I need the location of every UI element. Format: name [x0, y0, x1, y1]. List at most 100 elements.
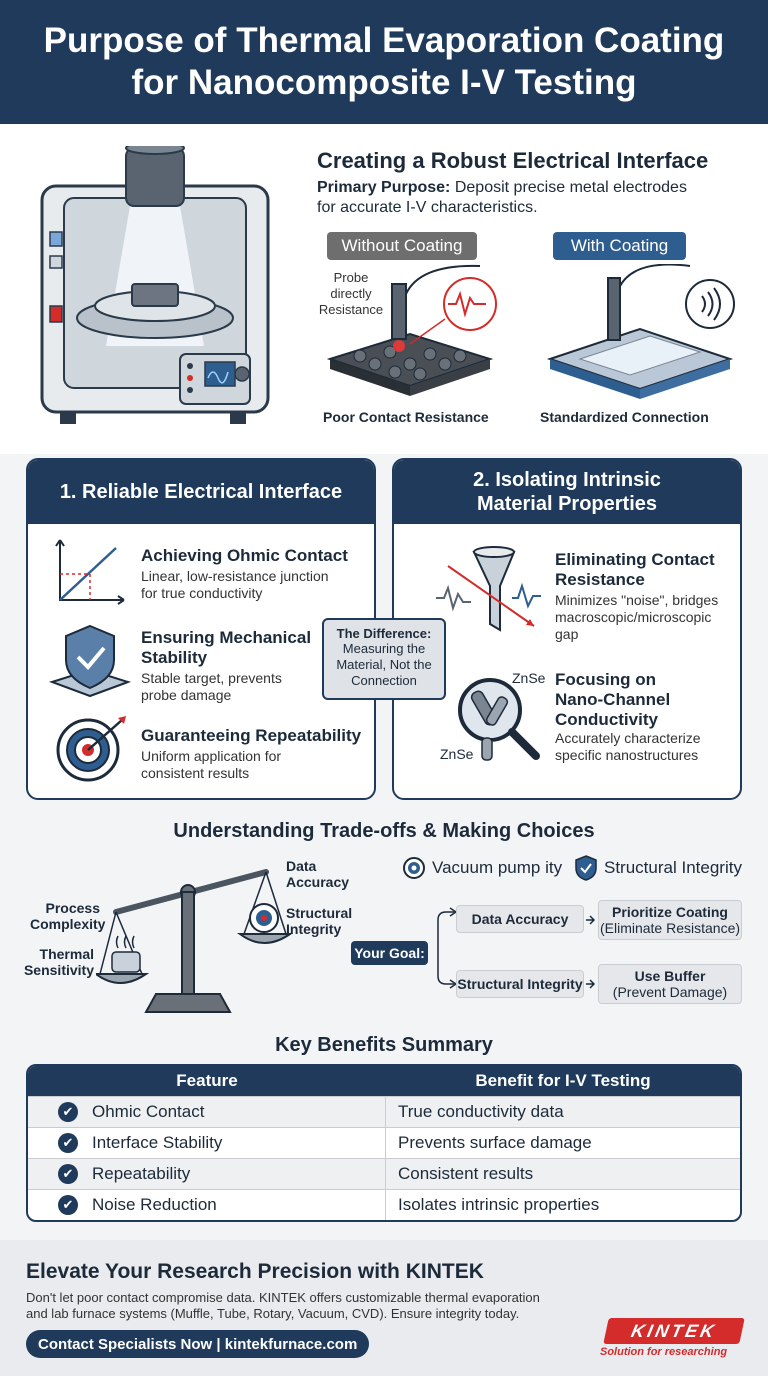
- difference-line-2: Material, Not the: [336, 657, 432, 672]
- benefits-table: Feature Benefit for I-V Testing ✔Ohmic C…: [26, 1064, 742, 1222]
- ohmic-text-2: for true conductivity: [141, 585, 263, 601]
- check-icon: ✔: [58, 1164, 78, 1185]
- primary-purpose: Primary Purpose: Deposit precise metal e…: [317, 178, 747, 218]
- purpose-text-2: for accurate I-V characteristics.: [317, 199, 538, 216]
- eliminating-text-1: Minimizes "noise", bridges: [555, 592, 719, 608]
- result2-line-1: Use Buffer: [634, 968, 706, 984]
- purpose-text-1: Deposit precise metal electrodes: [454, 179, 687, 196]
- with-coating-label: With Coating: [553, 232, 686, 260]
- probe-note-2: directly: [330, 286, 372, 301]
- integrity-label-1: Structural: [286, 905, 353, 921]
- kintek-logo: KINTEK: [603, 1318, 745, 1344]
- result1-line-2: (Eliminate Resistance): [599, 920, 741, 936]
- nano-text-2: specific nanostructures: [555, 747, 699, 763]
- integrity-label-2: Integrity: [286, 921, 342, 937]
- result1-line-1: Prioritize Coating: [612, 904, 728, 920]
- result-prioritize-coating: Prioritize Coating(Eliminate Resistance): [598, 900, 742, 940]
- check-icon: ✔: [58, 1195, 78, 1216]
- probe-note-1: Probe: [333, 270, 369, 285]
- table-row: ✔Noise Reduction Isolates intrinsic prop…: [28, 1189, 740, 1220]
- repeatability-title: Guaranteeing Repeatability: [141, 726, 362, 745]
- footer-text-1: Don't let poor contact compromise data. …: [26, 1290, 540, 1305]
- process-complexity-label: Process Complexity: [30, 900, 105, 932]
- footer-title: Elevate Your Research Precision with KIN…: [26, 1260, 484, 1283]
- difference-callout: The Difference: Measuring the Material, …: [322, 618, 446, 700]
- probe-note-3: Resistance: [318, 302, 384, 317]
- feature-text: Interface Stability: [92, 1132, 223, 1152]
- table-row: ✔Ohmic Contact True conductivity data: [28, 1096, 740, 1127]
- benefit-cell: Prevents surface damage: [386, 1127, 740, 1158]
- purpose-label: Primary Purpose:: [317, 179, 451, 196]
- option-structural-integrity: Structural Integrity: [456, 970, 584, 998]
- target-icon: [56, 716, 126, 782]
- data-accuracy-label: Data Accuracy: [286, 858, 349, 890]
- stability-title-1: Ensuring Mechanical: [141, 628, 312, 647]
- eliminating-text-2: macroscopic/microscopic: [555, 609, 712, 625]
- tradeoffs-title: Understanding Trade-offs & Making Choice…: [173, 820, 595, 842]
- accuracy-label-2: Accuracy: [286, 874, 350, 890]
- eliminating-title-2: Resistance: [555, 570, 645, 589]
- title-line-1: Purpose of Thermal Evaporation Coating: [43, 21, 725, 60]
- ohmic-contact-text: Linear, low-resistance junction for true…: [141, 568, 329, 602]
- stability-title-2: Stability: [141, 648, 208, 667]
- repeatability-text-2: consistent results: [141, 765, 250, 781]
- feature-cell: ✔Ohmic Contact: [28, 1096, 386, 1127]
- mechanical-stability-title: Ensuring Mechanical Stability: [141, 628, 311, 668]
- thermal-label-1: Thermal: [39, 946, 94, 962]
- coated-surface-probe-icon: [546, 264, 735, 399]
- feature-text: Noise Reduction: [92, 1194, 217, 1214]
- structural-integrity-label: Structural Integrity: [286, 905, 352, 937]
- feature-cell: ✔ Interface Stability: [28, 1127, 386, 1158]
- without-coating-caption: Poor Contact Resistance: [323, 409, 489, 425]
- legend-vacuum: Vacuum pump ity: [432, 858, 563, 877]
- benefits-title: Key Benefits Summary: [275, 1034, 493, 1056]
- ohmic-graph-icon: [55, 539, 125, 605]
- table-row: ✔ Interface Stability Prevents surface da…: [28, 1127, 740, 1158]
- thermal-sensitivity-label: Thermal Sensitivity: [22, 946, 94, 978]
- ohmic-text-1: Linear, low-resistance junction: [141, 568, 329, 584]
- page-header: Purpose of Thermal Evaporation Coating f…: [0, 0, 768, 124]
- benefits-header-row: Feature Benefit for I-V Testing: [28, 1066, 740, 1096]
- stability-text-1: Stable target, prevents: [141, 670, 282, 686]
- znse-label-top: ZnSe: [512, 670, 546, 686]
- nano-channel-title: Focusing on Nano-Channel Conductivity: [555, 670, 670, 730]
- feature-text: Ohmic Contact: [92, 1101, 205, 1121]
- mechanical-stability-text: Stable target, prevents probe damage: [141, 670, 282, 704]
- feature-cell: ✔ Noise Reduction: [28, 1189, 386, 1220]
- ohmic-contact-title: Achieving Ohmic Contact: [141, 546, 348, 565]
- check-icon: ✔: [58, 1133, 78, 1154]
- page-title: Purpose of Thermal Evaporation Coating f…: [44, 20, 725, 104]
- difference-text: Measuring the Material, Not the Connecti…: [324, 641, 444, 689]
- without-coating-label: Without Coating: [327, 232, 477, 260]
- repeatability-text-1: Uniform application for: [141, 748, 282, 764]
- table-row: ✔ Repeatability Consistent results: [28, 1158, 740, 1189]
- stability-text-2: probe damage: [141, 687, 232, 703]
- option-data-accuracy: Data Accuracy: [456, 905, 584, 933]
- hero-section: Creating a Robust Electrical Interface P…: [0, 124, 768, 454]
- magnifier-nanostructure-icon: [458, 678, 540, 761]
- rough-surface-probe-icon: [326, 264, 497, 396]
- result2-line-2: (Prevent Damage): [612, 984, 728, 1000]
- difference-line-3: Connection: [351, 673, 417, 688]
- hero-title: Creating a Robust Electrical Interface: [317, 148, 709, 173]
- contact-specialists-button[interactable]: Contact Specialists Now | kintekfurnace.…: [26, 1330, 370, 1358]
- nano-text-1: Accurately characterize: [555, 730, 701, 746]
- feature-cell: ✔ Repeatability: [28, 1158, 386, 1189]
- footer-text-2: and lab furnace systems (Muffle, Tube, R…: [26, 1306, 520, 1321]
- footer-text: Don't let poor contact compromise data. …: [26, 1290, 540, 1322]
- feature-text: Repeatability: [92, 1163, 191, 1183]
- probe-note: Probe directly Resistance: [316, 270, 386, 318]
- process-label-1: Process: [45, 900, 100, 916]
- shield-check-icon: [48, 624, 132, 698]
- nano-title-2: Nano-Channel: [555, 690, 671, 709]
- znse-label-bottom: ZnSe: [440, 746, 474, 762]
- feature-column-header: Feature: [28, 1066, 386, 1096]
- balance-scale-icon: [96, 869, 292, 1013]
- eliminating-text-3: gap: [555, 626, 579, 642]
- benefit-cell: Consistent results: [386, 1158, 740, 1189]
- panel1-title: 1. Reliable Electrical Interface: [28, 460, 374, 524]
- accuracy-label-1: Data: [286, 858, 317, 874]
- process-label-2: Complexity: [30, 916, 106, 932]
- nano-title-1: Focusing on: [555, 670, 657, 689]
